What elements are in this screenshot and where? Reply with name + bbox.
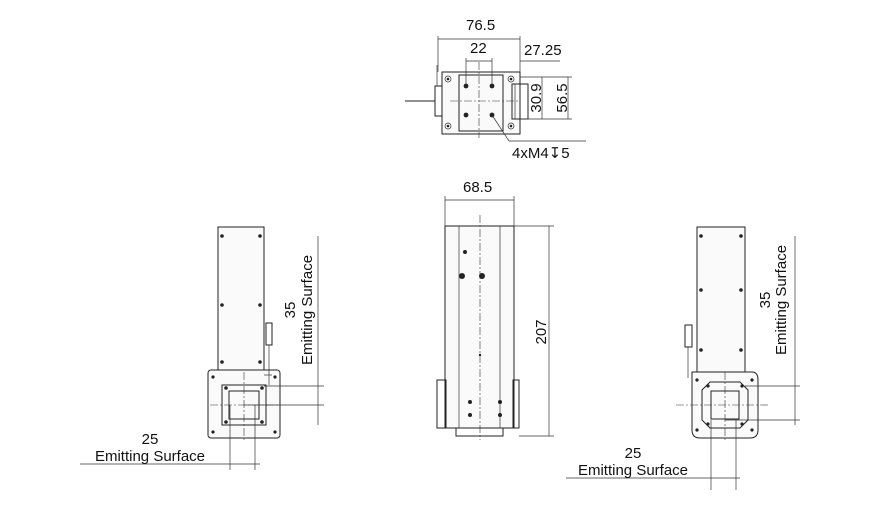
right-view-upper-body	[696, 226, 746, 378]
dim-top-hole-spacing: 22	[470, 40, 487, 57]
left-view: 35 Emitting Surface 25 Emitting Surface	[80, 226, 324, 470]
dim-top-width: 76.5	[466, 17, 495, 34]
left-view-upper-body	[217, 226, 265, 378]
top-view: 76.5 22 27.25 30.9 56.5 4xM4↧5	[405, 17, 586, 162]
dim-right-horizontal: 25	[625, 445, 642, 462]
hole-callout: 4xM4↧5	[512, 145, 570, 162]
dim-top-v-small: 30.9	[528, 83, 545, 112]
dim-front-height: 207	[533, 319, 550, 344]
top-view-body	[441, 71, 521, 135]
dim-left-horizontal: 25	[142, 431, 159, 448]
top-view-plate	[458, 74, 504, 132]
dim-top-offset: 27.25	[524, 42, 562, 59]
label-left-vertical: Emitting Surface	[299, 255, 316, 365]
right-view: 35 Emitting Surface 25 Emitting Surface	[566, 226, 800, 490]
dim-left-vertical: 35	[282, 302, 299, 319]
dim-top-v-large: 56.5	[554, 83, 571, 112]
dim-right-vertical: 35	[757, 292, 774, 309]
label-right-horizontal: Emitting Surface	[578, 462, 688, 479]
top-view-connector	[434, 85, 443, 117]
dim-front-width: 68.5	[463, 179, 492, 196]
front-view-body	[444, 225, 515, 429]
front-view: 68.5 207	[436, 179, 554, 440]
label-right-vertical: Emitting Surface	[773, 245, 790, 355]
label-left-horizontal: Emitting Surface	[95, 448, 205, 465]
